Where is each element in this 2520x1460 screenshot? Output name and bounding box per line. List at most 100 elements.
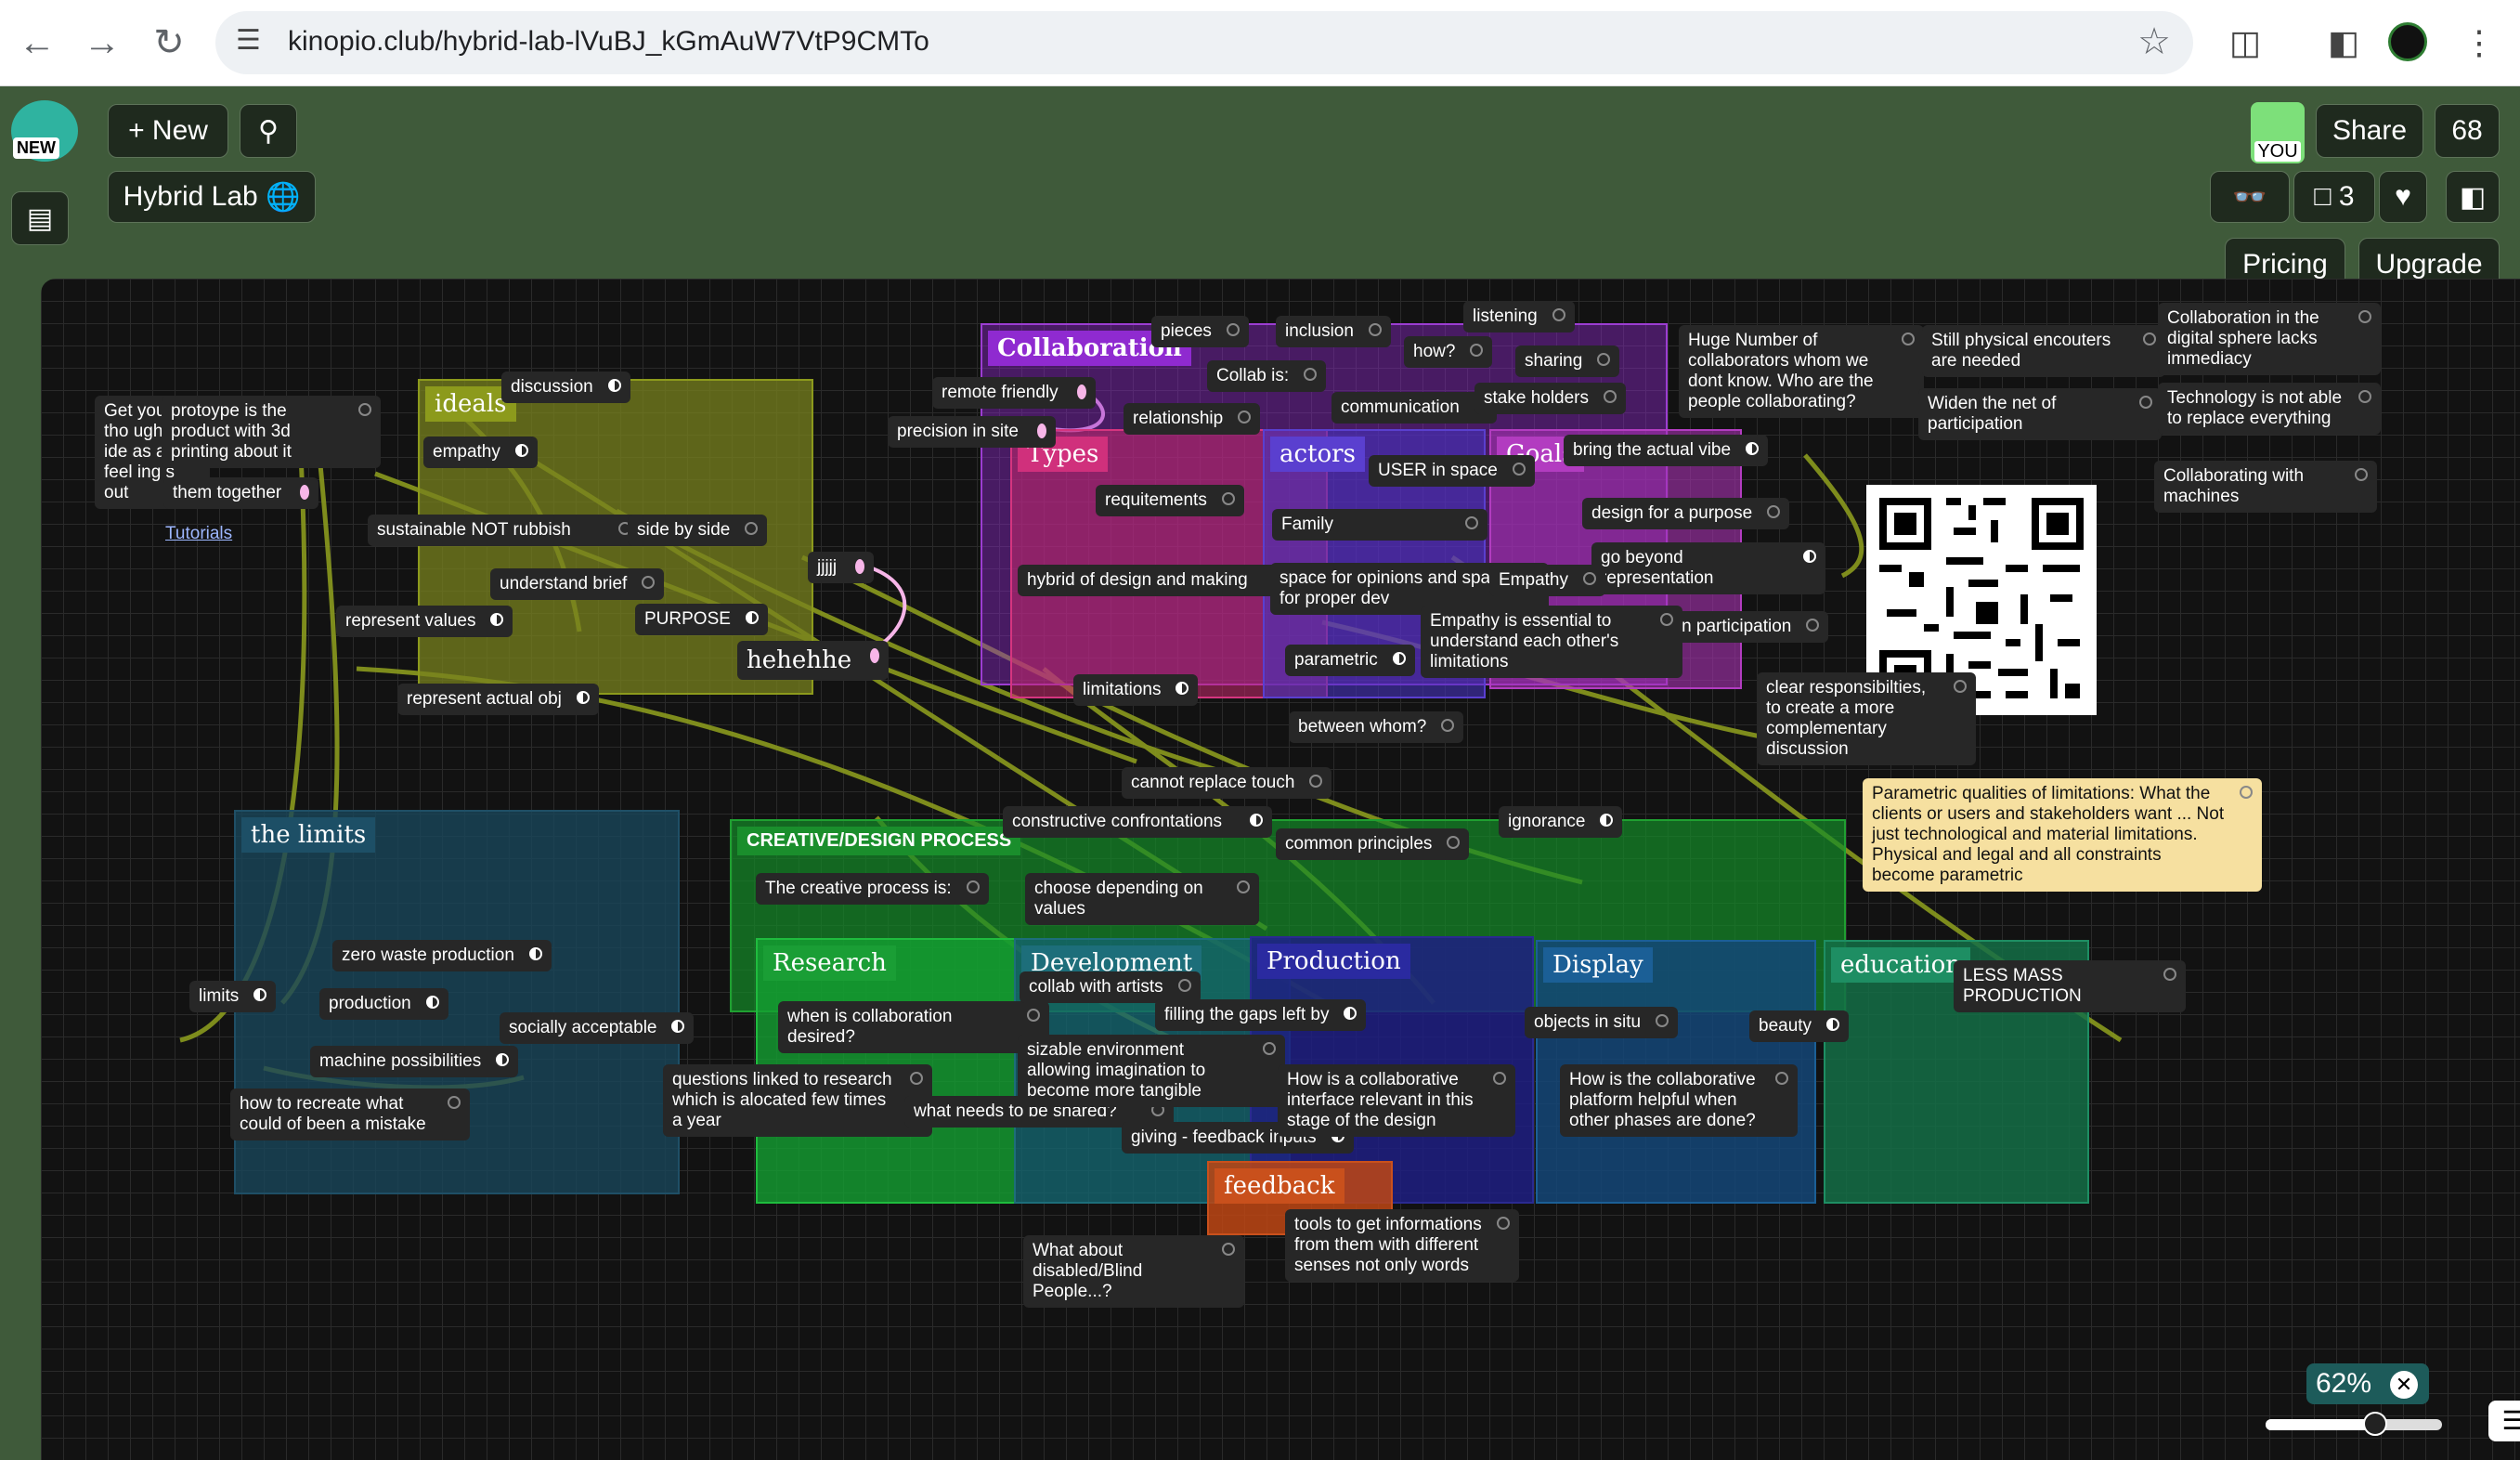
checkbox-icon[interactable] (253, 988, 267, 1001)
checkbox-icon[interactable] (1582, 572, 1596, 585)
user-avatar[interactable]: YOU (2251, 102, 2305, 163)
connector-icon[interactable] (870, 648, 880, 663)
card-production[interactable]: production (319, 988, 448, 1020)
card-essential[interactable]: Empathy is essential to understand each … (1421, 606, 1682, 678)
card-understand-brief[interactable]: understand brief (490, 568, 665, 600)
card-sustainable[interactable]: sustainable NOT rubbish (368, 515, 641, 546)
checkbox-icon[interactable] (1441, 719, 1455, 732)
checkbox-icon[interactable] (1304, 368, 1318, 381)
checkbox-icon[interactable] (1512, 463, 1526, 476)
link-text[interactable]: Tutorials (165, 524, 233, 543)
card-how[interactable]: how? (1404, 336, 1493, 368)
checkbox-icon[interactable] (1493, 1072, 1506, 1085)
space-name-button[interactable]: Hybrid Lab 🌐 (108, 171, 316, 223)
checkbox-icon[interactable] (1177, 979, 1191, 992)
card-clear-responsibilities[interactable]: clear responsibilties, to create a more … (1757, 672, 1976, 765)
checkbox-icon[interactable] (2143, 332, 2156, 345)
card-common-principles[interactable]: common principles (1276, 828, 1470, 860)
card-less-mass[interactable]: LESS MASS PRODUCTION (1954, 960, 2186, 1012)
checkbox-icon[interactable] (2358, 310, 2371, 323)
card-blind[interactable]: What about disabled/Blind People...? (1023, 1235, 1244, 1308)
card-socially-acceptable[interactable]: socially acceptable (500, 1012, 695, 1044)
card-still-physical[interactable]: Still physical encouters are needed (1922, 325, 2165, 377)
card-beauty[interactable]: beauty (1749, 1010, 1850, 1042)
extensions-icon[interactable]: ◫ (2228, 23, 2261, 61)
card-recreate[interactable]: how to recreate what could of been a mis… (230, 1088, 470, 1141)
card-widen-net[interactable]: Widen the net of participation (1918, 388, 2162, 440)
checkbox-icon[interactable] (425, 996, 439, 1009)
card-giving-feedback[interactable]: giving - feedback inputs (1122, 1122, 1354, 1154)
checkbox-icon[interactable] (1447, 836, 1461, 849)
card-machine-possibilities[interactable]: machine possibilities (310, 1046, 519, 1077)
checkbox-icon[interactable] (1237, 880, 1250, 893)
card-constructive[interactable]: constructive confrontations (1003, 806, 1272, 838)
checkbox-icon[interactable] (1604, 390, 1617, 403)
checkbox-icon[interactable] (607, 379, 621, 392)
card-platform[interactable]: How is the collaborative platform helpfu… (1560, 1064, 1798, 1137)
card-empathy[interactable]: empathy (423, 437, 538, 468)
checkbox-icon[interactable] (745, 611, 759, 624)
card-choose[interactable]: choose depending on values (1025, 873, 1259, 925)
card-technology[interactable]: Technology is not able to replace everyt… (2158, 383, 2381, 435)
checkbox-icon[interactable] (1344, 1007, 1357, 1020)
checkbox-icon[interactable] (1238, 411, 1252, 424)
connector-icon[interactable] (1076, 385, 1086, 399)
site-settings-icon[interactable]: ☰ (236, 25, 261, 56)
checkbox-icon[interactable] (1656, 1014, 1669, 1027)
checkbox-icon[interactable] (514, 444, 528, 457)
card-between[interactable]: between whom? (1289, 711, 1464, 743)
video-button[interactable]: □ 3 (2293, 171, 2375, 223)
card-communication[interactable]: communication (1331, 392, 1497, 424)
checkbox-icon[interactable] (1176, 682, 1189, 695)
card-sizable[interactable]: sizable environment allowing imagination… (1018, 1035, 1285, 1107)
card-requirements[interactable]: requitements (1096, 485, 1244, 516)
checkbox-icon[interactable] (448, 1096, 461, 1109)
card-filling-gaps[interactable]: filling the gaps left by (1155, 999, 1367, 1031)
checkbox-icon[interactable] (1226, 323, 1240, 336)
card-how-collab-interface[interactable]: How is a collaborative interface relevan… (1278, 1064, 1515, 1137)
card-machines[interactable]: Collaborating with machines (2154, 461, 2377, 513)
connector-icon[interactable] (1036, 424, 1046, 438)
card-inclusion[interactable]: inclusion (1276, 316, 1391, 347)
card-precision[interactable]: precision in site (888, 416, 1056, 448)
checkbox-icon[interactable] (2163, 968, 2176, 981)
card-design-purpose[interactable]: design for a purpose (1582, 498, 1790, 529)
checkbox-icon[interactable] (358, 403, 371, 416)
sidebar-toggle-button[interactable]: ▤ (11, 191, 69, 245)
checkbox-icon[interactable] (1597, 353, 1611, 366)
checkbox-icon[interactable] (1465, 516, 1478, 529)
card-when-collab[interactable]: when is collaboration desired? (778, 1001, 1049, 1053)
checkbox-icon[interactable] (2355, 468, 2368, 481)
star-icon[interactable]: ☆ (2137, 21, 2171, 62)
checkbox-icon[interactable] (1552, 308, 1565, 321)
card-ignorance[interactable]: ignorance (1499, 806, 1623, 838)
card-family[interactable]: Family (1272, 509, 1487, 541)
card-collab-artists[interactable]: collab with artists (1020, 971, 1201, 1003)
user-count-button[interactable]: 68 (2435, 104, 2500, 158)
card-huge-number[interactable]: Huge Number of collaborators whom we don… (1679, 325, 1924, 418)
checkbox-icon[interactable] (496, 1053, 510, 1066)
reload-icon[interactable]: ↻ (153, 22, 185, 63)
checkbox-icon[interactable] (576, 691, 590, 704)
checkbox-icon[interactable] (1746, 442, 1760, 455)
card-go-beyond[interactable]: go beyond representation (1591, 542, 1825, 594)
card-parametric-note[interactable]: Parametric qualities of limitations: Wha… (1863, 778, 2262, 892)
zoom-slider[interactable] (2266, 1412, 2442, 1436)
back-icon[interactable]: ← (19, 21, 56, 63)
checkbox-icon[interactable] (1660, 613, 1673, 626)
card-creative-is[interactable]: The creative process is: (756, 873, 989, 905)
checkbox-icon[interactable] (1775, 1072, 1788, 1085)
checkbox-icon[interactable] (1250, 814, 1263, 827)
card-stake-holders[interactable]: stake holders (1474, 383, 1627, 414)
sidebar-icon[interactable]: ◧ (2327, 23, 2359, 61)
checkbox-icon[interactable] (1221, 492, 1235, 505)
card-hehehhe[interactable]: hehehhe (737, 641, 890, 680)
zoom-slider-handle[interactable] (2362, 1412, 2387, 1436)
card-jjjjj[interactable]: jjjjj (808, 552, 875, 583)
glasses-button[interactable]: 👓 (2210, 171, 2290, 223)
card-tools[interactable]: tools to get informations from them with… (1285, 1209, 1519, 1282)
card-objects-situ[interactable]: objects in situ (1525, 1007, 1679, 1038)
kinopio-logo[interactable]: NEW (11, 100, 78, 162)
card-pieces[interactable]: pieces (1151, 316, 1249, 347)
checkbox-icon[interactable] (2358, 390, 2371, 403)
